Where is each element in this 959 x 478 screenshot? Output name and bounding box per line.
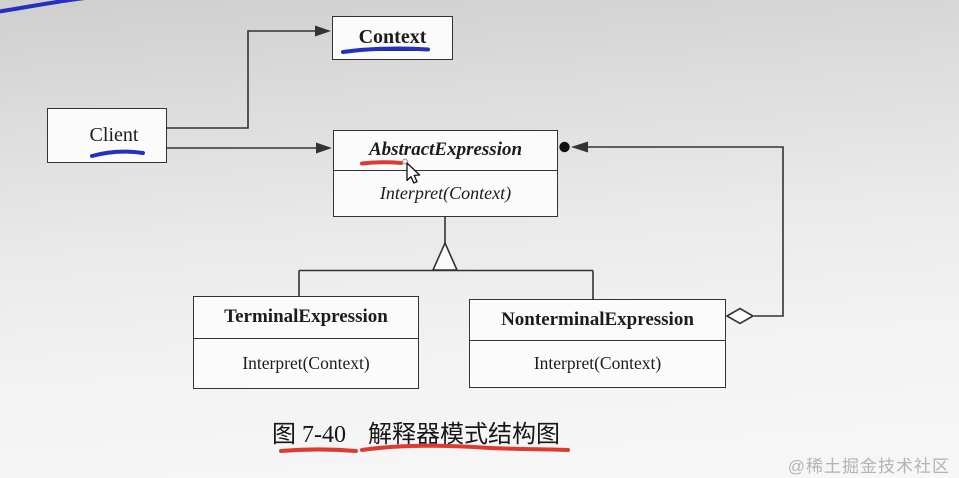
class-name-compartment: TerminalExpression (194, 297, 418, 339)
class-method-compartment: Interpret(Context) (194, 339, 418, 389)
class-method-compartment: Interpret(Context) (334, 171, 557, 217)
figure-number-label: 图 7-40 (272, 422, 346, 448)
class-name-nonterminal-expression: NonterminalExpression (501, 308, 694, 330)
class-method-compartment: Interpret(Context) (470, 341, 725, 388)
method-interpret: Interpret(Context) (242, 352, 370, 373)
watermark-label: @稀土掘金技术社区 (787, 457, 950, 476)
red-underline-figure-label (279, 447, 358, 453)
class-box-terminal-expression: TerminalExpression Interpret(Context) (193, 296, 419, 389)
method-interpret: Interpret(Context) (533, 353, 662, 374)
class-box-abstract-expression: AbstractExpression Interpret(Context) (333, 130, 558, 217)
arrowhead-icon (316, 142, 332, 154)
inheritance-link (298, 216, 594, 300)
containment-dot-icon (559, 141, 570, 153)
blue-pen-scribble (0, 0, 86, 14)
class-box-context: Context (332, 16, 453, 60)
class-name-client: Client (89, 124, 139, 146)
association-client-context (167, 25, 331, 129)
class-box-client: Client (47, 108, 167, 163)
class-name-abstract-expression: AbstractExpression (368, 139, 523, 161)
class-name-compartment: Client (48, 109, 166, 162)
class-name-compartment: Context (333, 17, 452, 59)
figure-caption: 图 7-40 解释器模式结构图 (272, 414, 560, 449)
class-box-nonterminal-expression: NonterminalExpression Interpret(Context) (469, 299, 726, 388)
class-name-compartment: AbstractExpression (334, 131, 557, 171)
class-name-context: Context (358, 26, 427, 51)
inheritance-triangle-icon (431, 241, 459, 271)
association-client-abstract-expression (167, 142, 332, 154)
aggregation-diamond-icon (725, 307, 755, 325)
aggregation-nonterminal-abstract (559, 141, 784, 325)
class-name-terminal-expression: TerminalExpression (224, 306, 388, 328)
method-interpret: Interpret(Context) (379, 182, 512, 203)
arrowhead-icon (315, 25, 331, 37)
class-name-compartment: NonterminalExpression (470, 300, 725, 341)
arrowhead-icon (571, 141, 588, 153)
figure-title-label: 解释器模式结构图 (368, 422, 560, 448)
